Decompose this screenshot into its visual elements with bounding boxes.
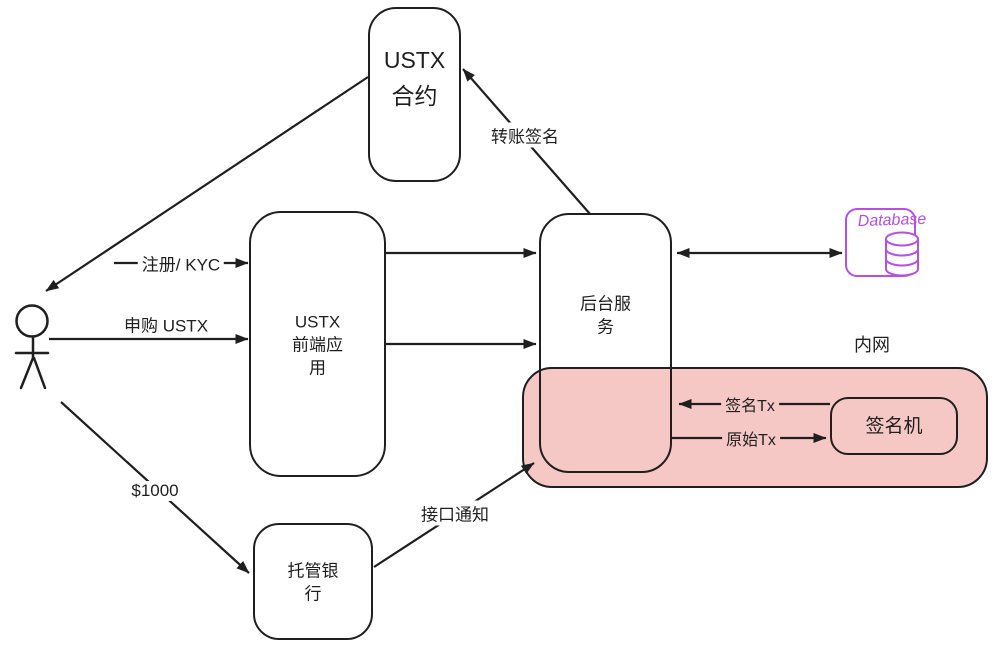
node-signing-machine: 签名机 [830,397,958,455]
node-ustx-contract: USTX 合约 [368,7,461,182]
intranet-label: 内网 [854,335,890,355]
ustx-contract-label: USTX 合约 [383,47,446,109]
edge-label-signed-tx: 签名Tx [721,392,779,416]
edge-label-register-kyc: 注册/ KYC [137,250,225,276]
custodian-bank-label: 托管银行 [287,561,339,604]
database-label: Database [857,210,927,231]
node-database: Database [845,208,927,277]
edge-label-transfer-sign: 转账签名 [487,122,563,148]
node-backend-service: 后台服务 [539,213,672,473]
backend-service-label: 后台服务 [580,294,631,337]
edge-label-api-notify: 接口通知 [417,500,493,526]
user-actor-icon [14,304,50,390]
ustx-frontend-app-label: USTX 前端应用 [292,312,343,378]
node-custodian-bank: 托管银行 [253,523,373,640]
edge-label-raw-tx: 原始Tx [722,426,780,450]
node-ustx-frontend-app: USTX 前端应用 [249,211,386,477]
edge-label-subscribe-ustx: 申购 USTX [123,316,209,336]
edge-label-deposit-1000: $1000 [127,481,183,501]
signing-machine-label: 签名机 [865,415,923,437]
